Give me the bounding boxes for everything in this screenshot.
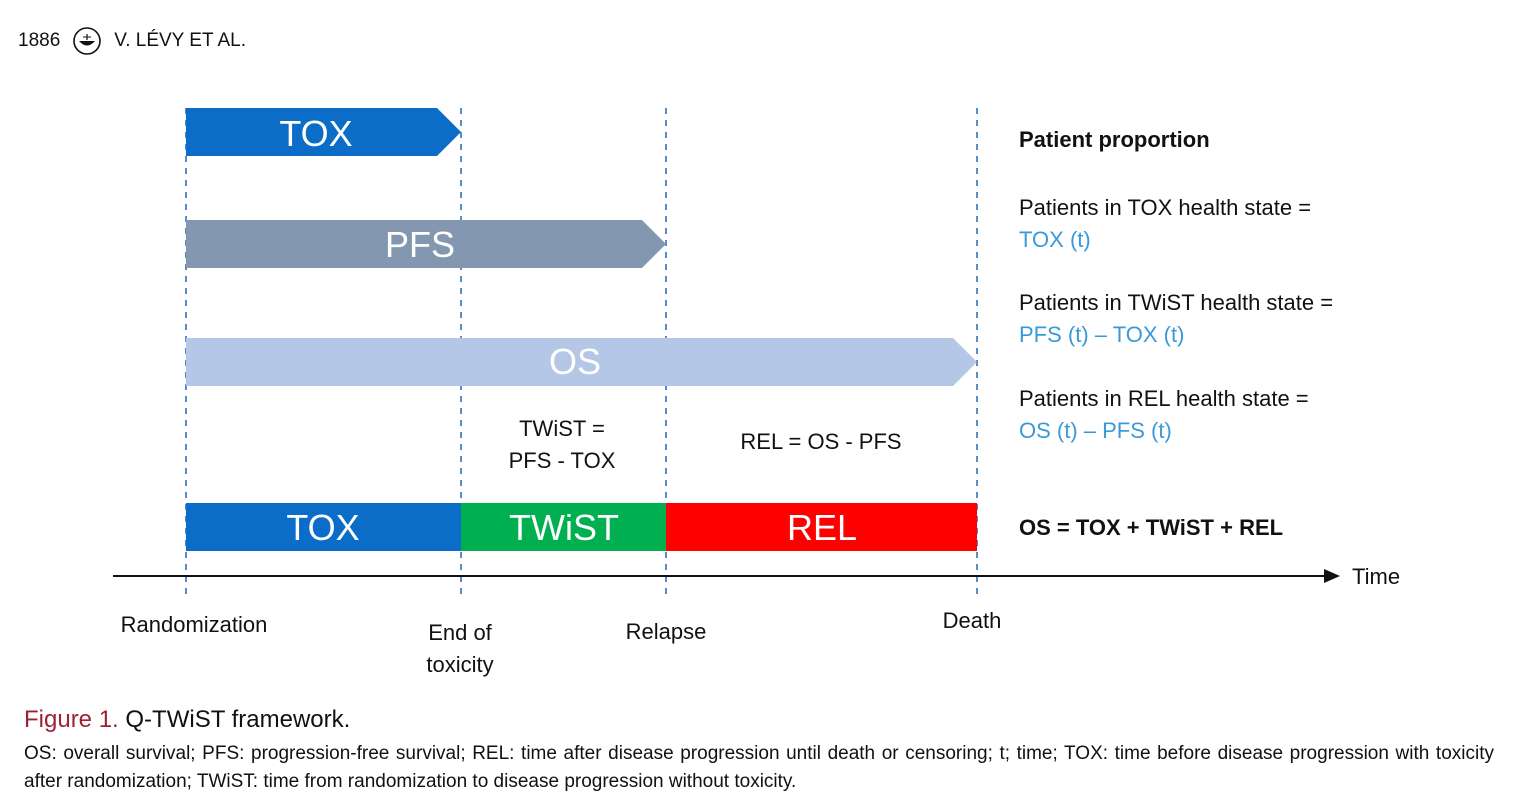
figure-label: Figure 1. xyxy=(24,706,119,733)
time-axis-arrowhead-icon xyxy=(1324,569,1340,583)
twist-formula-line2: PFS - TOX xyxy=(509,448,616,473)
end-of-toxicity-label-line1: End of xyxy=(428,620,492,645)
qtwist-diagram: TOX PFS OS TWiST = PFS - TOX REL = OS - … xyxy=(113,108,1400,677)
legend-tox-line1: Patients in TOX health state = xyxy=(1019,195,1311,220)
page-header: 1886 V. LÉVY ET AL. xyxy=(18,26,246,56)
running-head-authors: V. LÉVY ET AL. xyxy=(114,30,246,51)
end-of-toxicity-label-line2: toxicity xyxy=(426,652,493,677)
legend-rel-line2: OS (t) – PFS (t) xyxy=(1019,418,1172,443)
os-arrow-bar xyxy=(186,338,977,386)
time-axis-label: Time xyxy=(1352,564,1400,589)
pfs-arrow-label: PFS xyxy=(385,224,455,265)
figure-caption-body: OS: overall survival; PFS: progression-f… xyxy=(24,743,1494,792)
randomization-label: Randomization xyxy=(121,612,268,637)
relapse-label: Relapse xyxy=(626,619,707,644)
legend-tox-line2: TOX (t) xyxy=(1019,227,1091,252)
death-label: Death xyxy=(943,608,1002,633)
tox-segment xyxy=(186,503,461,551)
twist-segment-label: TWiST xyxy=(509,507,619,548)
rel-segment xyxy=(666,503,977,551)
legend-twist-line2: PFS (t) – TOX (t) xyxy=(1019,322,1184,347)
os-arrow-label: OS xyxy=(549,341,601,382)
tox-segment-label: TOX xyxy=(286,507,359,548)
twist-formula-line1: TWiST = xyxy=(519,416,605,441)
tox-arrow-bar xyxy=(186,108,461,156)
legend-total-formula: OS = TOX + TWiST + REL xyxy=(1019,515,1283,540)
legend-twist-line1: Patients in TWiST health state = xyxy=(1019,290,1333,315)
journal-logo-icon xyxy=(73,27,102,55)
tox-arrow-label: TOX xyxy=(279,113,352,154)
rel-formula: REL = OS - PFS xyxy=(740,429,901,454)
figure-caption-title: Figure 1. Q-TWiST framework. xyxy=(24,706,350,734)
pfs-arrow-bar xyxy=(186,220,666,268)
legend-rel-line1: Patients in REL health state = xyxy=(1019,386,1309,411)
figure-title: Q-TWiST framework. xyxy=(125,706,351,733)
legend-title: Patient proportion xyxy=(1019,127,1210,152)
rel-segment-label: REL xyxy=(787,507,857,548)
page-number: 1886 xyxy=(18,30,61,51)
twist-segment xyxy=(461,503,666,551)
